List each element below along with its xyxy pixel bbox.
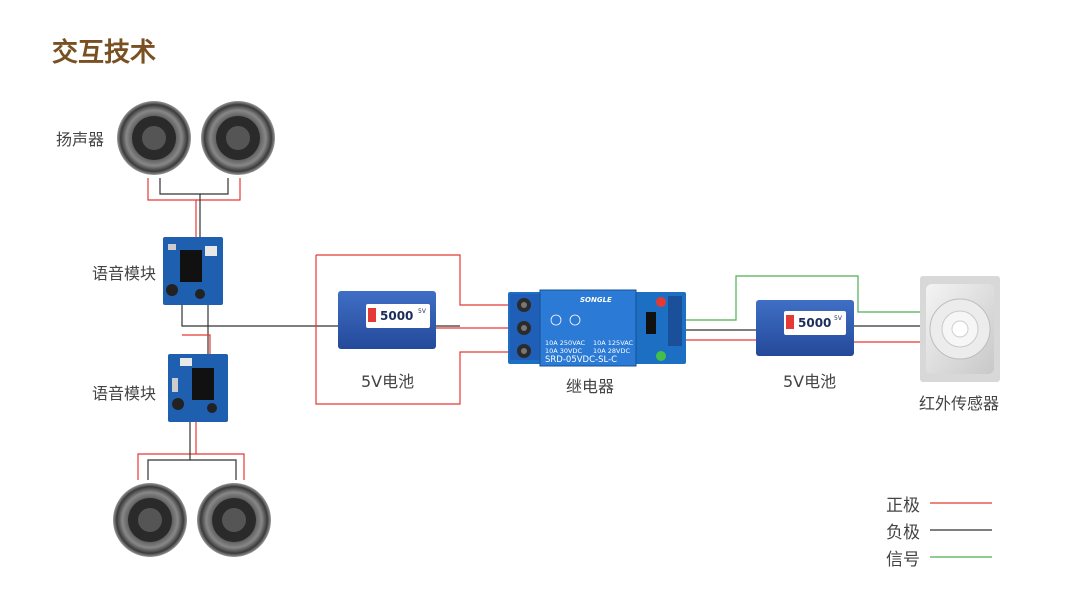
wire-bottom-speaker-pos-2 — [196, 453, 245, 480]
label-relay: 继电器 — [566, 377, 615, 396]
speaker-top-left — [117, 101, 191, 175]
relay-model: SRD-05VDC-SL-C — [545, 355, 617, 365]
wire-bottom-speaker-neg-2 — [190, 459, 237, 480]
speaker-top-right — [201, 101, 275, 175]
relay-spec-3: 10A 30VDC — [545, 347, 583, 355]
voice-module-bottom — [168, 354, 228, 422]
speaker-bottom-right — [197, 483, 271, 557]
wire-relay-top — [316, 254, 514, 306]
label-speaker: 扬声器 — [56, 130, 105, 149]
battery-left: 5000 5V — [338, 291, 436, 349]
legend-label-signal: 信号 — [886, 550, 920, 570]
label-battery-left: 5V电池 — [361, 372, 415, 391]
wire-top-speaker-pos — [147, 178, 197, 240]
label-battery-right: 5V电池 — [783, 372, 837, 391]
relay-spec-1: 10A 250VAC — [545, 339, 586, 347]
legend-lines — [930, 502, 992, 558]
wire-relay-sensor-signal — [684, 275, 922, 321]
relay-module: SONGLE 10A 250VAC 10A 125VAC 10A 30VDC 1… — [508, 289, 686, 367]
wire-bottom-speaker-pos — [137, 420, 197, 480]
label-ir-sensor: 红外传感器 — [919, 394, 1000, 413]
wires — [137, 178, 922, 480]
relay-brand: SONGLE — [580, 296, 612, 304]
battery-right-capacity: 5000 — [798, 316, 831, 330]
page-title: 交互技术 — [52, 38, 157, 68]
wire-module-neg — [181, 305, 338, 327]
legend-label-positive: 正极 — [886, 496, 920, 516]
wire-top-speaker-neg-2 — [200, 178, 229, 195]
wire-bottom-speaker-neg — [147, 420, 191, 480]
battery-left-voltage: 5V — [418, 308, 427, 315]
battery-right: 5000 5V — [756, 300, 854, 356]
voice-module-top — [163, 237, 223, 305]
wire-top-speaker-pos-2 — [196, 178, 241, 201]
label-voice-module-bottom: 语音模块 — [92, 384, 157, 403]
label-voice-module-top: 语音模块 — [92, 264, 157, 283]
battery-left-capacity: 5000 — [380, 309, 413, 323]
ir-sensor — [920, 276, 1000, 382]
wire-module2-red — [182, 334, 211, 355]
relay-spec-4: 10A 28VDC — [593, 347, 631, 355]
legend-label-negative: 负极 — [886, 523, 920, 543]
wire-top-speaker-neg — [159, 178, 201, 240]
battery-right-voltage: 5V — [834, 315, 843, 322]
relay-spec-2: 10A 125VAC — [593, 339, 634, 347]
wire-battery-left-pos — [315, 255, 514, 405]
speaker-bottom-left — [113, 483, 187, 557]
